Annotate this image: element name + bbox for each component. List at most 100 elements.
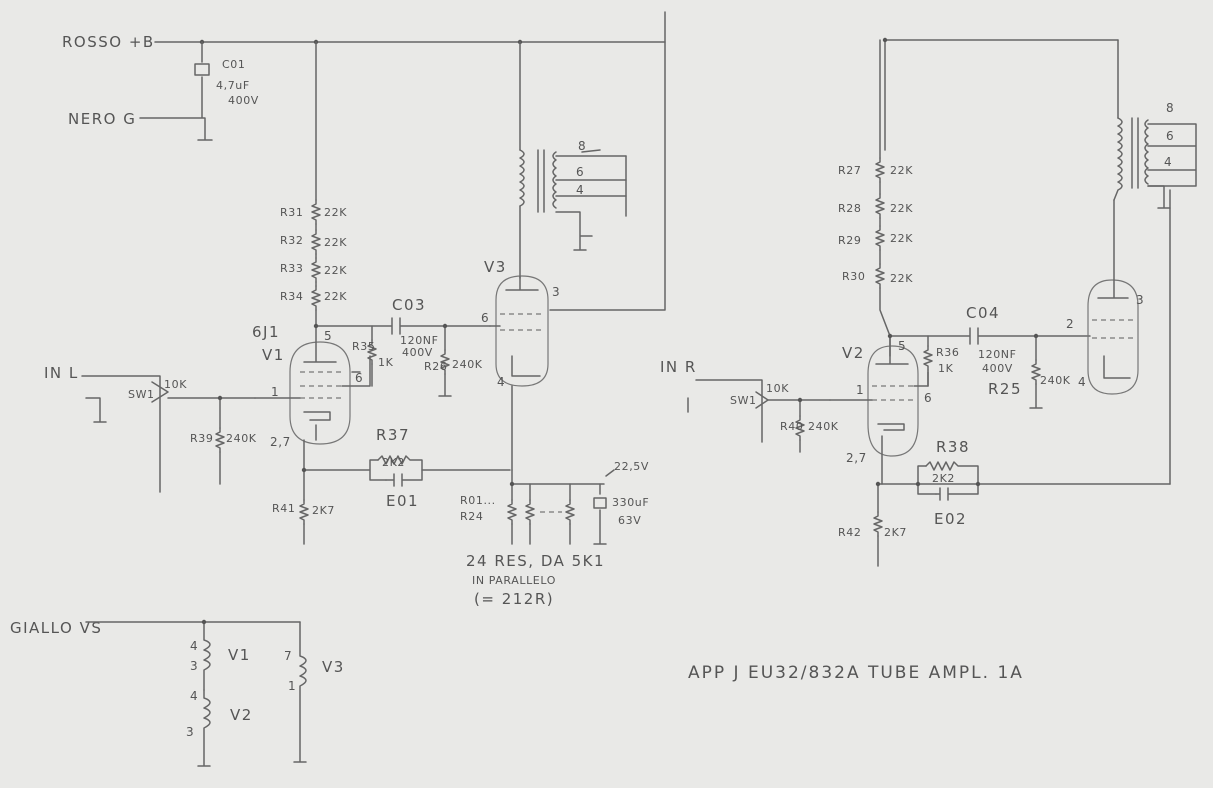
- supply-gnd-label: NERO G: [68, 110, 136, 128]
- out-right-pin4: 4: [1078, 375, 1086, 389]
- v1-anode-resistor-chain: [311, 41, 321, 343]
- v1-pin27: 2,7: [270, 435, 291, 449]
- v1-pin5: 5: [324, 329, 332, 343]
- r35-value: 1K: [378, 356, 394, 369]
- v1-tube-type: 6J1: [252, 323, 280, 341]
- heater-v1-label: V1: [228, 646, 251, 664]
- v3-cap-volt: 63V: [618, 514, 641, 527]
- v2-pin1: 1: [856, 383, 864, 397]
- v3-res-ref2: R24: [460, 510, 483, 523]
- r31-ref: R31: [280, 206, 303, 219]
- supply-rail: [154, 11, 1119, 151]
- c01-ref: C01: [222, 58, 245, 71]
- r36-value: 1K: [938, 362, 954, 375]
- v2-plate-node: [887, 327, 1091, 409]
- r27-value: 22K: [890, 164, 913, 177]
- right-tap6: 6: [1166, 129, 1174, 143]
- heater-v2-label: V2: [230, 706, 253, 724]
- c03-value: 120NF: [400, 334, 439, 347]
- v3-pin6: 6: [481, 311, 489, 325]
- v3-pin4: 4: [497, 375, 505, 389]
- r39-ref: R39: [190, 432, 213, 445]
- r27-ref: R27: [838, 164, 861, 177]
- tube-v3: [489, 275, 549, 471]
- r30-value: 22K: [890, 272, 913, 285]
- v2-pin6: 6: [924, 391, 932, 405]
- r25-value: 240K: [1040, 374, 1071, 387]
- r32-ref: R32: [280, 234, 303, 247]
- v2-pin27: 2,7: [846, 451, 867, 465]
- r33-value: 22K: [324, 264, 347, 277]
- c01-volt: 400V: [228, 94, 259, 107]
- r41-value: 2K7: [312, 504, 335, 517]
- e02-ref: E02: [934, 510, 967, 528]
- r34-value: 22K: [324, 290, 347, 303]
- r37-ref: R37: [376, 426, 410, 444]
- out-right-pin2: 2: [1066, 317, 1074, 331]
- v1-cathode-network: [299, 439, 511, 545]
- heater-v3-bot: 1: [288, 679, 296, 693]
- r31-value: 22K: [324, 206, 347, 219]
- v3-res-ref1: R01...: [460, 494, 496, 507]
- r26-value: 240K: [452, 358, 483, 371]
- v3-tube-ref: V3: [484, 258, 507, 276]
- v3-note-line3: (= 212R): [474, 590, 554, 608]
- sw1-left-value: 10K: [164, 378, 187, 391]
- c01-value: 4,7uF: [216, 79, 250, 92]
- c03-volt: 400V: [402, 346, 433, 359]
- r40-value: 240K: [808, 420, 839, 433]
- r41-ref: R41: [272, 502, 295, 515]
- output-transformer-right: [1113, 39, 1197, 485]
- right-tap8: 8: [1166, 101, 1174, 115]
- r35-ref: R35: [352, 340, 375, 353]
- heater-v2-top: 4: [190, 689, 198, 703]
- input-left-label: IN L: [44, 364, 79, 382]
- v3-cathode-voltage: 22,5V: [614, 460, 649, 473]
- v3-note-line2: IN PARALLELO: [472, 574, 556, 587]
- right-tap4: 4: [1164, 155, 1172, 169]
- r28-value: 22K: [890, 202, 913, 215]
- heater-v2-bot: 3: [186, 725, 194, 739]
- r42-ref: R42: [838, 526, 861, 539]
- heater-v3-label: V3: [322, 658, 345, 676]
- v2-pin5: 5: [898, 339, 906, 353]
- tube-v2: [829, 335, 929, 485]
- c04-volt: 400V: [982, 362, 1013, 375]
- r33-ref: R33: [280, 262, 303, 275]
- r39-value: 240K: [226, 432, 257, 445]
- tube-v1: [254, 341, 371, 445]
- sw1-right-ref: SW1: [730, 394, 757, 407]
- heater-v1-top: 4: [190, 639, 198, 653]
- c03-ref: C03: [392, 296, 426, 314]
- v1-plate-node: [313, 317, 491, 397]
- input-left-circuit: [81, 375, 256, 493]
- v2-tube-ref: V2: [842, 344, 865, 362]
- sw1-left-ref: SW1: [128, 388, 155, 401]
- schematic-title: APP J EU32/832A TUBE AMPL. 1A: [688, 663, 1024, 683]
- e01-ref: E01: [386, 492, 419, 510]
- v2-cathode-network: [873, 461, 1171, 567]
- heater-v3-top: 7: [284, 649, 292, 663]
- heater-supply-label: GIALLO VS: [10, 619, 102, 637]
- r34-ref: R34: [280, 290, 303, 303]
- r36-ref: R36: [936, 346, 959, 359]
- out-right-pin3: 3: [1136, 293, 1144, 307]
- v3-note-line1: 24 RES, DA 5K1: [466, 552, 605, 570]
- v1-pin1: 1: [271, 385, 279, 399]
- r42-value: 2K7: [884, 526, 907, 539]
- r29-value: 22K: [890, 232, 913, 245]
- heater-circuit: [85, 619, 307, 767]
- r29-ref: R29: [838, 234, 861, 247]
- v3-tap8: 8: [578, 139, 586, 153]
- v1-tube-ref: V1: [262, 346, 285, 364]
- r26-ref: R26: [424, 360, 447, 373]
- r38-value: 2K2: [932, 472, 955, 485]
- r38-ref: R38: [936, 438, 970, 456]
- v3-tap6: 6: [576, 165, 584, 179]
- v1-pin6: 6: [355, 371, 363, 385]
- input-right-circuit: [687, 379, 831, 453]
- v2-anode-resistor-chain: [875, 39, 891, 357]
- input-right-label: IN R: [660, 358, 697, 376]
- heater-v1-bot: 3: [190, 659, 198, 673]
